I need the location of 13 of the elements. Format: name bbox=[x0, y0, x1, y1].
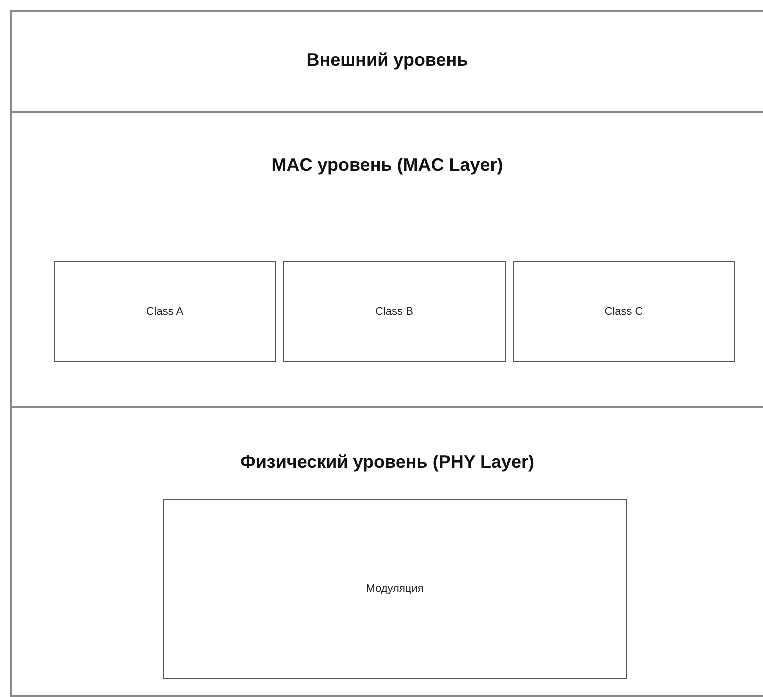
layer-band bbox=[10, 10, 763, 113]
component-label: Модуляция bbox=[366, 583, 424, 595]
component-label: Class A bbox=[146, 306, 184, 318]
component-box bbox=[513, 261, 735, 362]
layer-band bbox=[10, 406, 763, 697]
component-box bbox=[283, 261, 506, 362]
component-label: Class C bbox=[604, 306, 644, 318]
layer-title: MAC уровень (MAC Layer) bbox=[272, 155, 504, 176]
component-label: Class B bbox=[376, 306, 414, 318]
component-box bbox=[54, 261, 276, 362]
layer-title: Внешний уровень bbox=[306, 50, 468, 71]
layer-title: Физический уровень (PHY Layer) bbox=[240, 452, 535, 473]
component-box bbox=[163, 499, 627, 679]
